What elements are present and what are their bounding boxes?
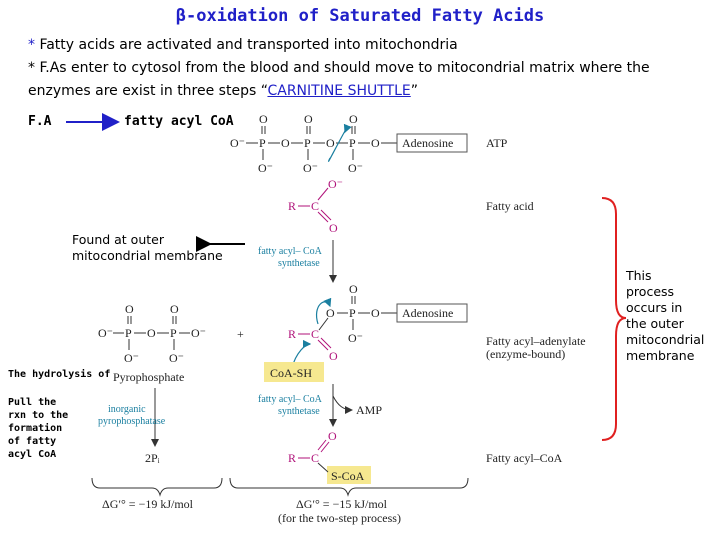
atom-label: O⁻ [169, 351, 184, 365]
atom-label: O [329, 349, 338, 363]
atom-label: O [371, 136, 380, 150]
atom-label: O⁻ [328, 177, 343, 191]
fatty-acyl-coa-label: fatty acyl CoA [124, 114, 234, 129]
atom-label: O⁻ [230, 136, 245, 150]
synthetase-label: fatty acyl– CoA [258, 246, 323, 257]
process-note-line: occurs in [626, 300, 683, 315]
process-note-line: This [626, 268, 652, 283]
intro-line-1: * Fatty acids are activated and transpor… [28, 37, 458, 53]
pull-note-line: formation [8, 423, 63, 434]
process-brace [601, 197, 627, 441]
synthetase-label: synthetase [278, 406, 320, 417]
fa-label: F.A [28, 114, 52, 129]
atom-label: O [125, 302, 134, 316]
intro-line-3-pre: enzymes are exist in three steps “ [28, 83, 268, 99]
plus-sign: + [237, 327, 244, 341]
atom-label: O⁻ [191, 326, 206, 340]
atom-label: C [311, 199, 319, 213]
atom-label: O⁻ [98, 326, 113, 340]
atom-label: O⁻ [348, 331, 363, 345]
atom-label: P [125, 326, 132, 340]
atom-label: O [281, 136, 290, 150]
pull-note-line: rxn to the [8, 410, 69, 421]
atom-label: O [328, 429, 337, 443]
process-note-line: process [626, 284, 675, 299]
atom-label: O⁻ [348, 161, 363, 175]
carnitine-shuttle-link[interactable]: CARNITINE SHUTTLE [267, 83, 411, 99]
pull-reaction-note: Pull the rxn to the formation of fatty a… [8, 396, 68, 461]
fatty-acid-structure: R C O⁻ O [288, 177, 343, 235]
adenosine-label: Adenosine [402, 136, 453, 150]
fatty-acyl-coa-species-label: Fatty acyl–CoA [486, 451, 563, 465]
pull-note-line: Pull the [8, 397, 57, 408]
synthetase-label: synthetase [278, 258, 320, 269]
fatty-acyl-adenylate-structure: R C O P O O O⁻ Adenosine O [288, 282, 468, 369]
atom-label: P [349, 136, 356, 150]
atp-structure: O⁻ P O P O P O O O O O⁻ O⁻ O⁻ Adenosine [230, 112, 468, 175]
found-note-line: Found at outer [72, 232, 164, 247]
atom-label: P [259, 136, 266, 150]
coash-label: CoA-SH [270, 366, 312, 380]
coash-highlight [264, 362, 324, 382]
amp-label: AMP [356, 403, 382, 417]
atom-label: O [147, 326, 156, 340]
atom-label: P [304, 136, 311, 150]
left-bracket [91, 477, 223, 497]
atom-label: O [349, 112, 358, 126]
delta-g-right: ΔG′° = −15 kJ/mol [296, 497, 388, 511]
fatty-acyl-coa-structure: R C O S-CoA [288, 429, 371, 484]
intro-line-3-post: ” [410, 83, 419, 99]
atom-label: O [170, 302, 179, 316]
atom-label: R [288, 327, 296, 341]
found-note-line: mitocondrial membrane [72, 248, 223, 263]
intro-line-3: enzymes are exist in three steps “CARNIT… [28, 83, 418, 99]
process-note-line: mitocondrial [626, 332, 705, 347]
atom-label: C [311, 327, 319, 341]
bullet-star: * [28, 37, 35, 53]
synthetase-label: fatty acyl– CoA [258, 394, 323, 405]
atp-label: ATP [486, 136, 508, 150]
atom-label: O [349, 282, 358, 296]
found-at-outer-membrane-note: Found at outer mitocondrial membrane [72, 232, 223, 264]
two-pi-label: 2Pᵢ [145, 451, 160, 465]
pull-note-line: of fatty [8, 436, 57, 447]
atom-label: P [349, 306, 356, 320]
fatty-acid-label: Fatty acid [486, 199, 534, 213]
page-title: β-oxidation of Saturated Fatty Acids [175, 6, 545, 26]
adenosine-label: Adenosine [402, 306, 453, 320]
enzyme-bound-label: (enzyme-bound) [486, 347, 565, 361]
atom-label: O [326, 306, 335, 320]
fatty-acyl-adenylate-label: Fatty acyl–adenylate [486, 334, 586, 348]
atom-label: O [259, 112, 268, 126]
process-note-line: the outer [626, 316, 684, 331]
two-step-note: (for the two-step process) [278, 511, 401, 525]
right-bracket [229, 477, 469, 497]
process-note-line: membrane [626, 348, 695, 363]
atom-label: O⁻ [303, 161, 318, 175]
process-location-note: This process occurs in the outer mitocon… [626, 268, 704, 364]
pull-note-line: acyl CoA [8, 449, 57, 460]
atom-label: O⁻ [258, 161, 273, 175]
atom-label: O⁻ [124, 351, 139, 365]
pyrophosphatase-label: pyrophosphatase [98, 416, 166, 427]
atom-label: O [326, 136, 335, 150]
scoa-highlight [327, 466, 371, 484]
atom-label: C [311, 451, 319, 465]
atom-label: O [329, 221, 338, 235]
atom-label: O [304, 112, 313, 126]
atom-label: R [288, 199, 296, 213]
atom-label: O [371, 306, 380, 320]
pyrophosphatase-label: inorganic [108, 404, 146, 415]
delta-g-left: ΔG′° = −19 kJ/mol [102, 497, 194, 511]
pyrophosphate-label: Pyrophosphate [113, 370, 184, 384]
atom-label: R [288, 451, 296, 465]
hydrolysis-note: The hydrolysis of [8, 369, 111, 380]
pyrophosphate-structure: O⁻ P O P O⁻ O O O⁻ O⁻ [98, 302, 206, 365]
intro-line-2: * F.As enter to cytosol from the blood a… [28, 60, 650, 76]
atom-label: P [170, 326, 177, 340]
intro-line-1-text: Fatty acids are activated and transporte… [35, 37, 458, 53]
scoa-label: S-CoA [331, 469, 365, 483]
